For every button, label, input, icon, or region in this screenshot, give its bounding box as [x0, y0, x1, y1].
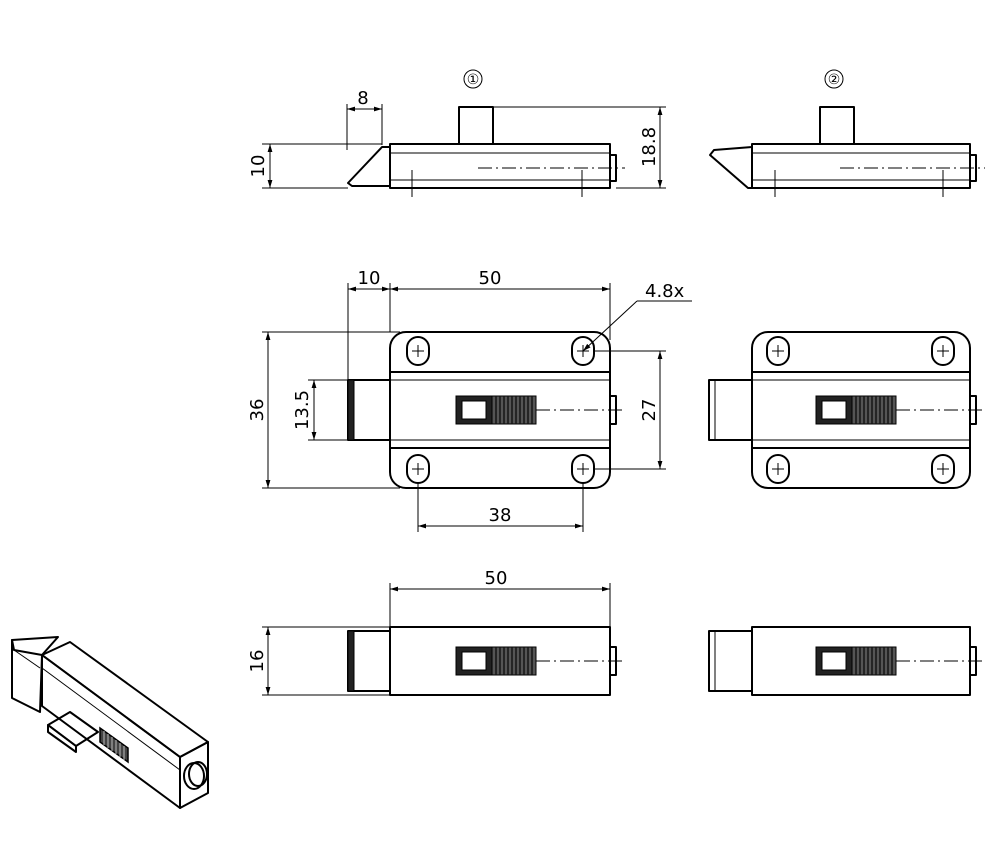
mount-hole-bl — [406, 454, 430, 484]
dim-mount-spacing-38: 38 — [489, 505, 512, 526]
plan-view-2 — [708, 331, 985, 489]
mount-hole-2-br — [931, 454, 955, 484]
dim-overall-height-18-8: 18.8 — [639, 127, 660, 167]
mount-hole-tl — [406, 336, 430, 366]
side-view-2: ② — [709, 69, 985, 197]
dim-bolt-width-13-5: 13.5 — [292, 390, 313, 430]
dim-bottom-length-50: 50 — [485, 568, 508, 589]
bottom-view-1: 50 16 — [247, 568, 625, 696]
dim-body-length-50: 50 — [479, 268, 502, 289]
view-marker-1 — [463, 69, 483, 89]
dim-bevel-8: 8 — [357, 88, 368, 109]
isometric-view — [11, 636, 209, 809]
dim-mount-spacing-27: 27 — [639, 399, 660, 422]
bottom-view-2 — [708, 626, 985, 696]
dim-hole-4-8x: 4.8x — [645, 281, 685, 302]
view-label-1: ① — [467, 72, 480, 88]
mount-hole-br — [571, 454, 595, 484]
side-view-1: ① 8 10 18.8 — [248, 69, 666, 197]
view-marker-2 — [824, 69, 844, 89]
mount-hole-2-bl — [766, 454, 790, 484]
mount-hole-2-tl — [766, 336, 790, 366]
dim-bolt-projection-10: 10 — [358, 268, 381, 289]
mount-hole-2-tr — [931, 336, 955, 366]
plan-view-1: 10 50 4.8x 36 13.5 27 38 — [247, 268, 692, 532]
dim-plate-height-36: 36 — [247, 399, 268, 422]
dim-bottom-height-16: 16 — [247, 650, 268, 673]
dim-bolt-height-10: 10 — [248, 155, 269, 178]
view-label-2: ② — [828, 72, 841, 88]
